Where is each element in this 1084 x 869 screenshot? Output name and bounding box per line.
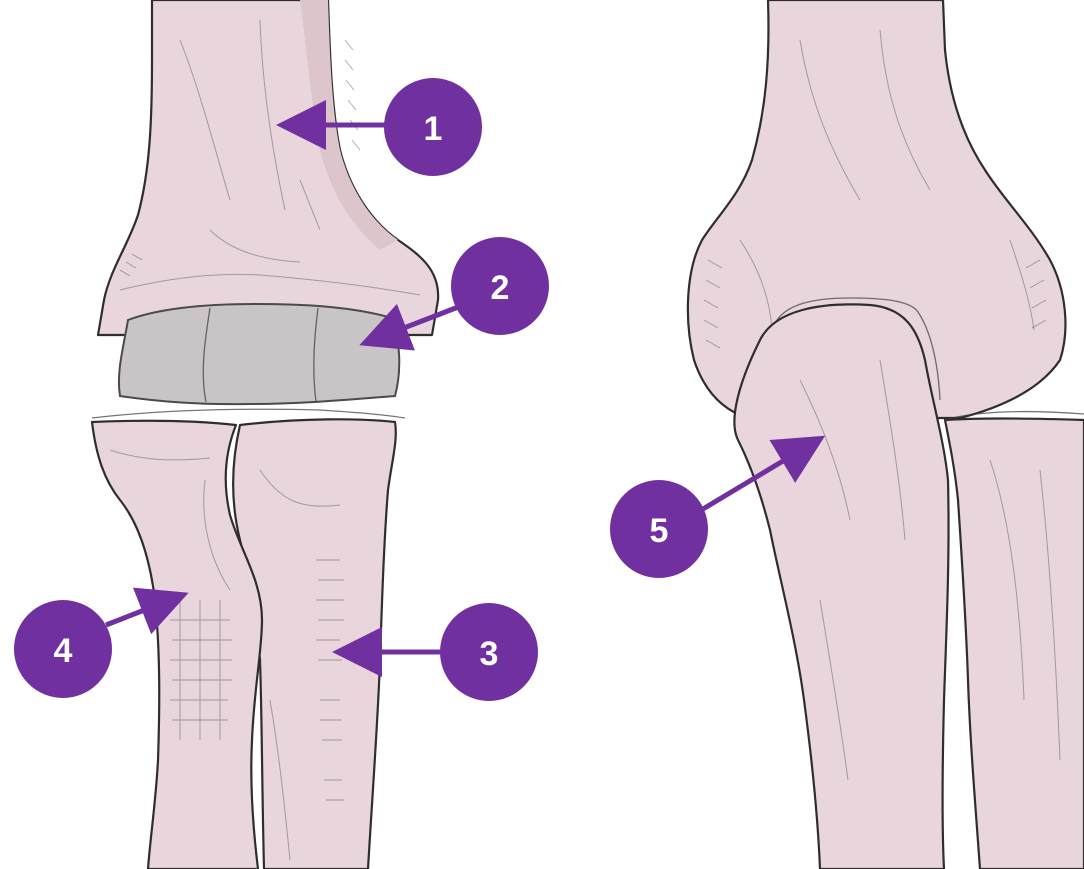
humerus-shaft-left xyxy=(98,0,438,335)
posterior-view xyxy=(688,0,1084,869)
callout-4-label: 4 xyxy=(54,632,73,670)
callout-3-label: 3 xyxy=(480,635,499,673)
radius-right-view xyxy=(945,419,1084,869)
callout-5-label: 5 xyxy=(650,512,669,550)
callout-2-label: 2 xyxy=(491,269,510,307)
callout-1-label: 1 xyxy=(424,110,443,148)
ulna-olecranon xyxy=(734,304,948,869)
humerus-condyles-cartilage xyxy=(119,304,399,404)
